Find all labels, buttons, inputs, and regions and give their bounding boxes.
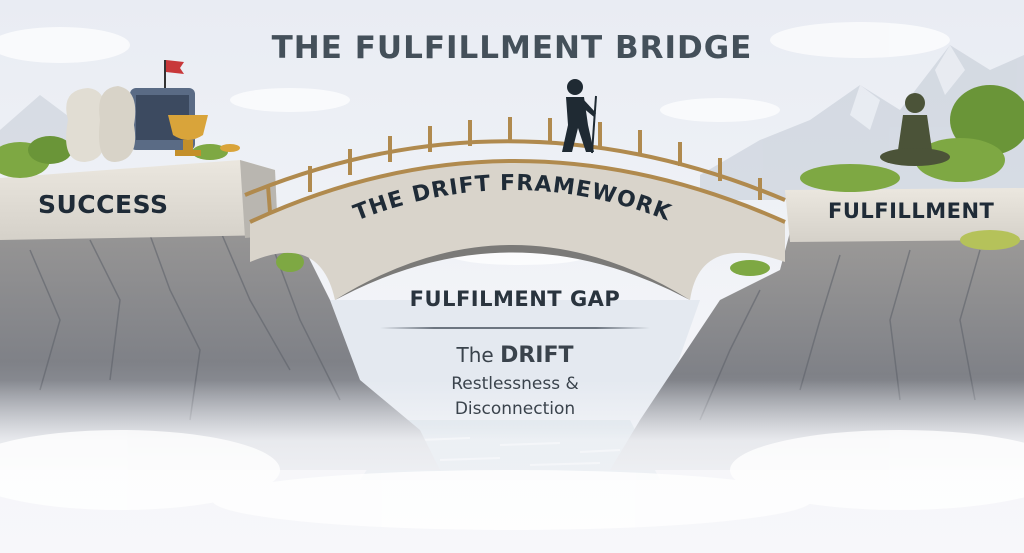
drift-heading: The DRIFT: [370, 343, 660, 368]
drift-prefix: The: [456, 343, 501, 367]
fulfillment-slab: [785, 188, 1024, 242]
page-title: THE FULFILLMENT BRIDGE: [271, 30, 753, 66]
fulfilment-gap-title: FULFILMENT GAP: [409, 287, 621, 311]
railing-posts: [266, 117, 762, 213]
money-bag-icon: [66, 88, 106, 162]
divider: [380, 327, 650, 329]
fulfillment-label: FULFILLMENT: [828, 199, 995, 223]
bridge-stones: [335, 245, 690, 300]
money-bag-icon: [99, 86, 136, 162]
trophy-icon: [168, 115, 208, 140]
drift-line-disconnection: Disconnection: [454, 399, 576, 419]
success-label: SUCCESS: [38, 190, 169, 219]
hiker-with-staff-icon: [562, 79, 597, 154]
success-items: [66, 60, 240, 162]
coins-icon: [220, 144, 240, 152]
foliage: [0, 85, 1024, 276]
bridge-arch: [250, 161, 785, 300]
red-flag-icon: [166, 60, 184, 74]
drift-word: DRIFT: [500, 343, 574, 368]
success-slab: [0, 160, 278, 240]
bridge-railing: [244, 139, 786, 224]
drift-line-restlessness: Restlessness &: [451, 374, 579, 394]
meditating-person-icon: [880, 93, 950, 166]
